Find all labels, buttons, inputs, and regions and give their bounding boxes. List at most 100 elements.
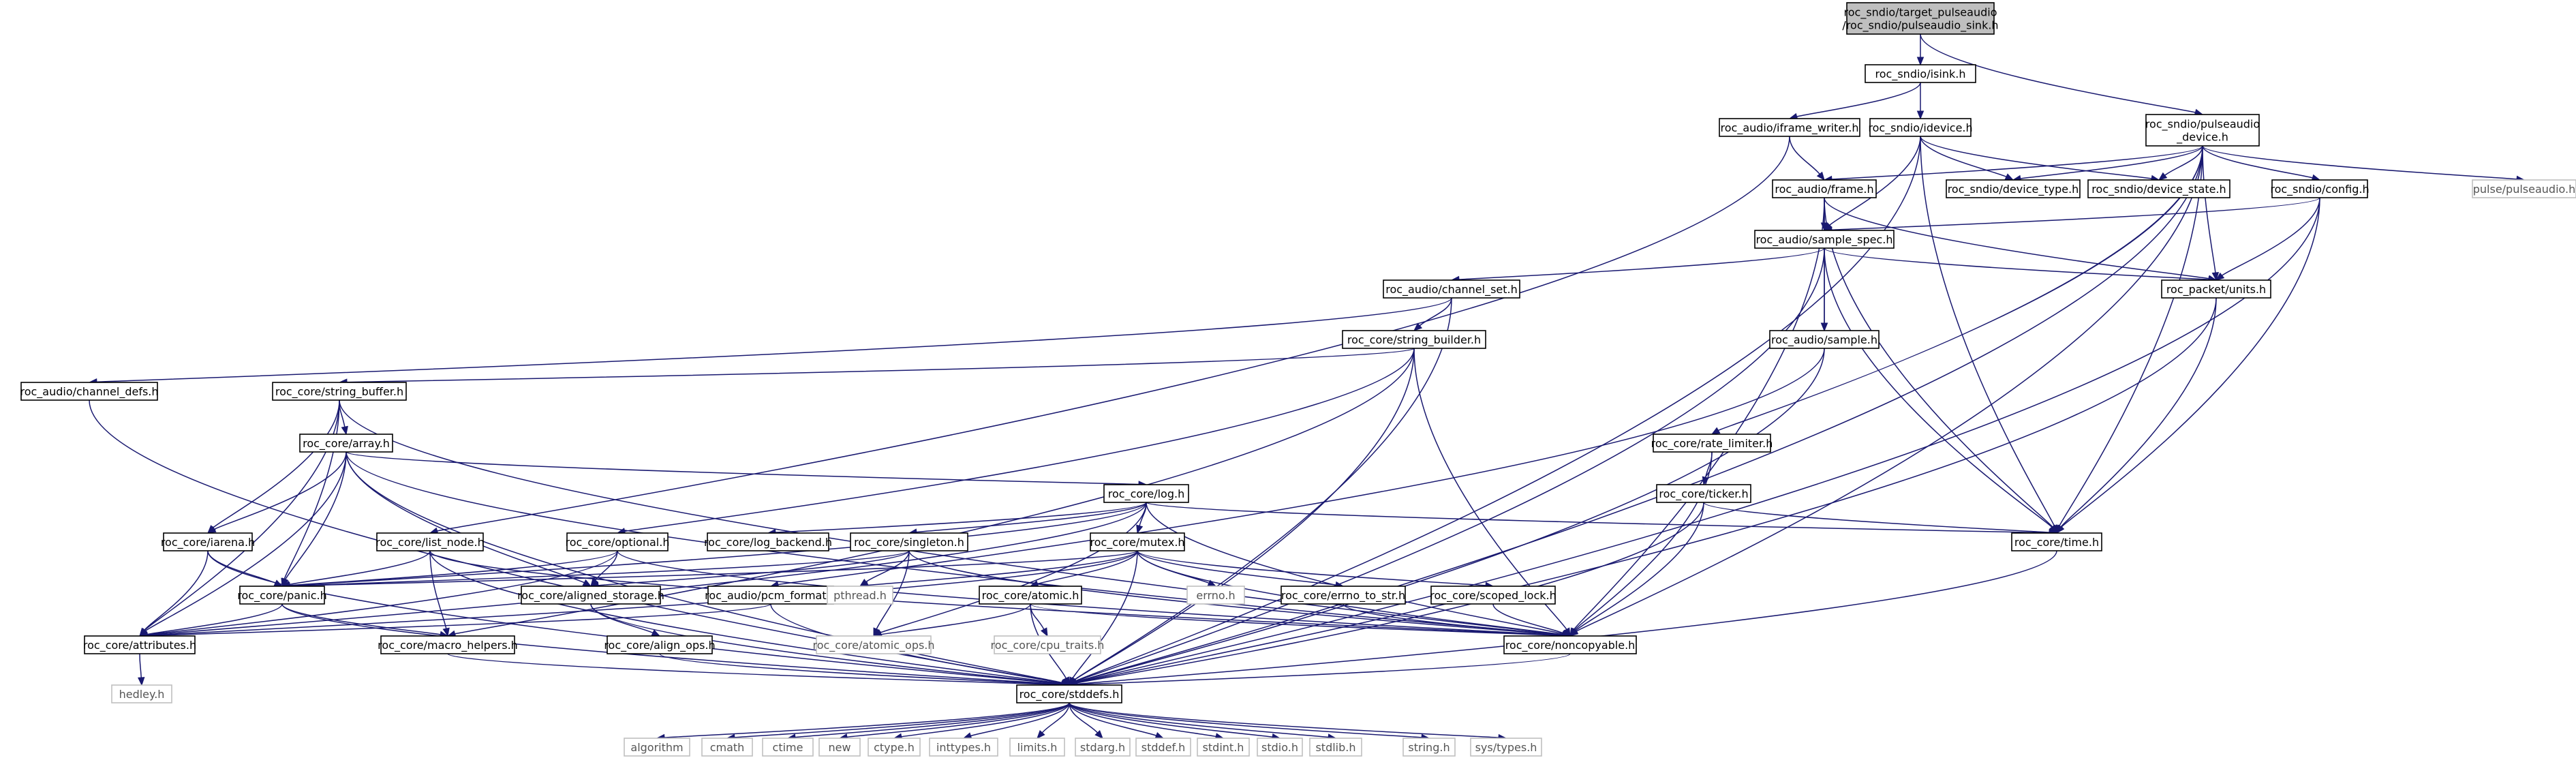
edge-line xyxy=(880,603,1031,635)
edge-units-to-time xyxy=(2056,297,2217,534)
edge-line xyxy=(1072,550,1138,679)
node-units[interactable]: roc_packet/units.h xyxy=(2161,279,2271,299)
node-pa-device[interactable]: roc_sndio/pulseaudio_device.h xyxy=(2145,114,2260,147)
node-time[interactable]: roc_core/time.h xyxy=(2011,532,2102,551)
edge-channel_set-to-channel_defs xyxy=(88,297,1452,386)
edge-align_ops-to-stddefs xyxy=(659,653,1071,688)
node-box xyxy=(299,434,393,453)
node-box xyxy=(2271,179,2368,198)
node-string-builder[interactable]: roc_core/string_builder.h xyxy=(1342,330,1486,349)
node-aligned-storage[interactable]: roc_core/aligned_storage.h xyxy=(517,586,664,605)
edge-line xyxy=(429,550,447,629)
node-label: roc_sndio/config.h xyxy=(2270,183,2369,196)
node-box xyxy=(707,532,829,551)
node-box xyxy=(272,382,407,401)
node-string-buffer[interactable]: roc_core/string_buffer.h xyxy=(272,382,407,401)
edge-line xyxy=(289,550,1138,587)
node-log-backend[interactable]: roc_core/log_backend.h xyxy=(704,532,832,551)
node-hedley: hedley.h xyxy=(111,684,172,703)
node-label: roc_audio/channel_set.h xyxy=(1385,283,1518,297)
nodes-layer: roc_sndio/target_pulseaudio/roc_sndio/pu… xyxy=(20,2,2576,757)
node-attributes[interactable]: roc_core/attributes.h xyxy=(83,635,196,654)
node-panic[interactable]: roc_core/panic.h xyxy=(237,586,327,605)
edge-line xyxy=(659,653,1062,685)
node-align-ops[interactable]: roc_core/align_ops.h xyxy=(604,635,716,654)
node-device-state[interactable]: roc_sndio/device_state.h xyxy=(2087,179,2230,198)
node-ticker[interactable]: roc_core/ticker.h xyxy=(1656,484,1751,503)
node-list-node[interactable]: roc_core/list_node.h xyxy=(375,532,485,551)
node-box xyxy=(1103,484,1189,503)
node-noncopyable[interactable]: roc_core/noncopyable.h xyxy=(1503,635,1637,654)
edge-line xyxy=(1343,603,1563,636)
node-device-type[interactable]: roc_sndio/device_type.h xyxy=(1946,179,2081,198)
node-box xyxy=(566,532,669,551)
node-optional[interactable]: roc_core/optional.h xyxy=(566,532,670,551)
node-label: stddef.h xyxy=(1141,741,1185,754)
node-sample-spec[interactable]: roc_audio/sample_spec.h xyxy=(1754,230,1895,249)
node-box xyxy=(2087,179,2230,198)
node-config[interactable]: roc_sndio/config.h xyxy=(2270,179,2370,198)
edge-config-to-units xyxy=(2215,197,2320,281)
edge-line xyxy=(2061,197,2320,528)
edge-line xyxy=(1824,197,2053,528)
node-label: ctype.h xyxy=(874,741,915,754)
edge-line xyxy=(1137,550,1336,586)
node-macro-helpers[interactable]: roc_core/macro_helpers.h xyxy=(378,635,518,654)
node-singleton[interactable]: roc_core/singleton.h xyxy=(850,532,968,551)
edge-pa_device-to-pulse xyxy=(2202,145,2526,183)
node-box xyxy=(762,738,814,757)
edge-line xyxy=(147,603,771,637)
edge-arrowhead xyxy=(1094,730,1103,739)
edge-sample-to-stddefs xyxy=(1068,348,1825,686)
node-array[interactable]: roc_core/array.h xyxy=(299,434,393,453)
node-label: inttypes.h xyxy=(936,741,991,754)
node-frame-writer[interactable]: roc_audio/iframe_writer.h xyxy=(1719,118,1860,137)
edge-line xyxy=(867,550,1138,586)
node-stdlib: stdlib.h xyxy=(1309,738,1362,757)
node-errno-to-str[interactable]: roc_core/errno_to_str.h xyxy=(1281,586,1406,605)
node-stddefs[interactable]: roc_core/stddefs.h xyxy=(1016,684,1122,703)
node-scoped-lock[interactable]: roc_core/scoped_lock.h xyxy=(1430,586,1557,605)
edge-pa_device-to-frame xyxy=(1823,145,2203,183)
node-ctime: ctime xyxy=(762,738,814,757)
node-box xyxy=(1257,738,1303,757)
node-box xyxy=(816,635,932,654)
node-mutex[interactable]: roc_core/mutex.h xyxy=(1090,532,1185,551)
node-sample[interactable]: roc_audio/sample.h xyxy=(1769,330,1880,349)
node-channel-defs[interactable]: roc_audio/channel_defs.h xyxy=(20,382,159,401)
node-rate-limiter[interactable]: roc_core/rate_limiter.h xyxy=(1651,434,1773,453)
edge-line xyxy=(2164,145,2203,176)
node-channel-set[interactable]: roc_audio/channel_set.h xyxy=(1383,279,1520,299)
node-box xyxy=(1503,635,1637,654)
node-root[interactable]: roc_sndio/target_pulseaudio/roc_sndio/pu… xyxy=(1842,2,1999,35)
node-label: algorithm xyxy=(630,741,683,754)
edge-line xyxy=(624,348,1415,532)
edge-arrowhead xyxy=(582,579,592,587)
node-label: roc_sndio/isink.h xyxy=(1875,67,1966,81)
node-stdio: stdio.h xyxy=(1257,738,1303,757)
node-box xyxy=(1653,434,1771,453)
edge-line xyxy=(147,550,1138,636)
edge-line xyxy=(147,550,618,635)
node-label: roc_packet/units.h xyxy=(2166,283,2266,297)
edge-line xyxy=(1824,197,2209,279)
edge-line xyxy=(1824,247,2209,280)
node-idevice[interactable]: roc_sndio/idevice.h xyxy=(1868,118,1973,137)
node-isink[interactable]: roc_sndio/isink.h xyxy=(1865,64,1976,83)
edge-line xyxy=(664,702,1070,738)
node-box xyxy=(84,635,196,654)
node-atomic[interactable]: roc_core/atomic.h xyxy=(979,586,1082,605)
edge-line xyxy=(1075,247,1825,682)
node-pcm-format[interactable]: roc_audio/pcm_format.h xyxy=(705,586,837,605)
edge-line xyxy=(916,502,1147,533)
node-label: pulse/pulseaudio.h xyxy=(2473,183,2576,196)
edge-line xyxy=(1824,247,2053,528)
edge-stddefs-to-stdarg xyxy=(1069,702,1103,739)
node-label: roc_core/atomic_ops.h xyxy=(812,639,934,652)
edge-line xyxy=(770,603,1062,684)
edge-attributes-to-hedley xyxy=(138,653,145,686)
node-frame[interactable]: roc_audio/frame.h xyxy=(1772,179,1877,198)
node-log[interactable]: roc_core/log.h xyxy=(1103,484,1189,503)
node-iarena[interactable]: roc_core/iarena.h xyxy=(161,532,255,551)
